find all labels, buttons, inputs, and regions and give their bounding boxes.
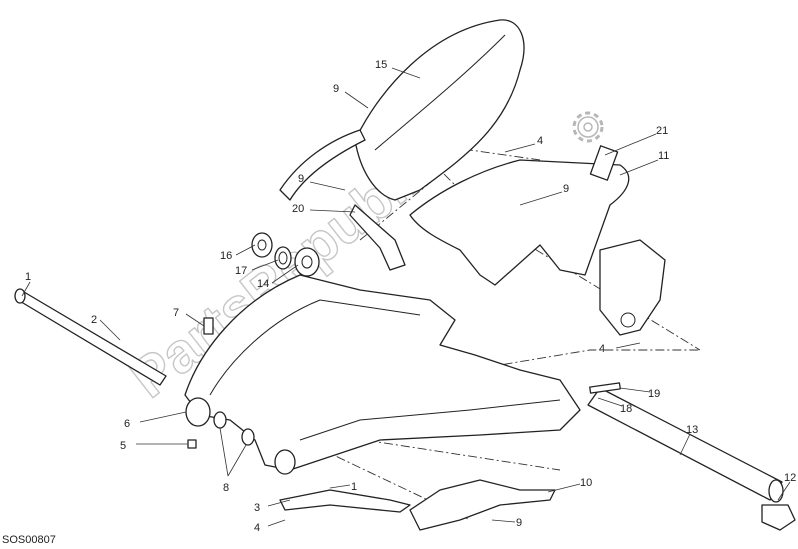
callout: 12 xyxy=(784,472,796,484)
callout: 9 xyxy=(516,517,522,529)
rear-fender xyxy=(354,19,525,201)
seal-17 xyxy=(274,246,292,270)
callout: 11 xyxy=(658,150,669,162)
chain-slider xyxy=(409,479,556,531)
callout: 9 xyxy=(333,83,339,95)
bearing-16 xyxy=(251,232,273,258)
nut xyxy=(187,439,197,449)
callout: 1 xyxy=(25,271,31,283)
callout: 9 xyxy=(563,183,569,195)
callout: 4 xyxy=(254,522,260,534)
callout: 20 xyxy=(292,203,304,215)
swingarm xyxy=(184,274,581,471)
callout: 5 xyxy=(120,440,126,452)
callout: 6 xyxy=(124,418,130,430)
diagram-code: SOS00807 xyxy=(2,534,56,546)
callout: 17 xyxy=(235,265,247,277)
reflector-plate xyxy=(589,145,619,181)
washer xyxy=(241,428,255,446)
callout: 14 xyxy=(257,278,269,290)
callout: 2 xyxy=(91,314,97,326)
callout: 1 xyxy=(351,481,357,493)
leader-lines xyxy=(21,67,791,527)
adjuster-bolt xyxy=(589,382,621,394)
callout: 7 xyxy=(173,307,179,319)
callout: 8 xyxy=(223,482,229,494)
strap xyxy=(279,489,411,513)
hugger xyxy=(409,159,630,286)
pivot-shaft xyxy=(14,288,167,386)
chain-guard-strip xyxy=(279,129,366,201)
callout: 13 xyxy=(686,424,698,436)
callout: 21 xyxy=(656,125,668,137)
caliper-bracket xyxy=(599,239,666,336)
callout: 16 xyxy=(220,250,232,262)
gear-icon xyxy=(572,111,604,143)
callout: 18 xyxy=(620,403,632,415)
bolt xyxy=(203,317,214,335)
eccentric-14 xyxy=(294,247,320,277)
callout: 4 xyxy=(537,135,543,147)
bracket xyxy=(349,204,406,271)
callout: 10 xyxy=(580,477,592,489)
callout: 9 xyxy=(298,173,304,185)
washer xyxy=(213,411,227,429)
callout: 4 xyxy=(599,343,605,355)
callouts: 15 9 4 21 11 9 9 20 16 17 14 1 2 7 6 5 8… xyxy=(25,59,796,534)
callout: 15 xyxy=(375,59,387,71)
callout: 19 xyxy=(648,388,660,400)
callout: 3 xyxy=(254,502,260,514)
